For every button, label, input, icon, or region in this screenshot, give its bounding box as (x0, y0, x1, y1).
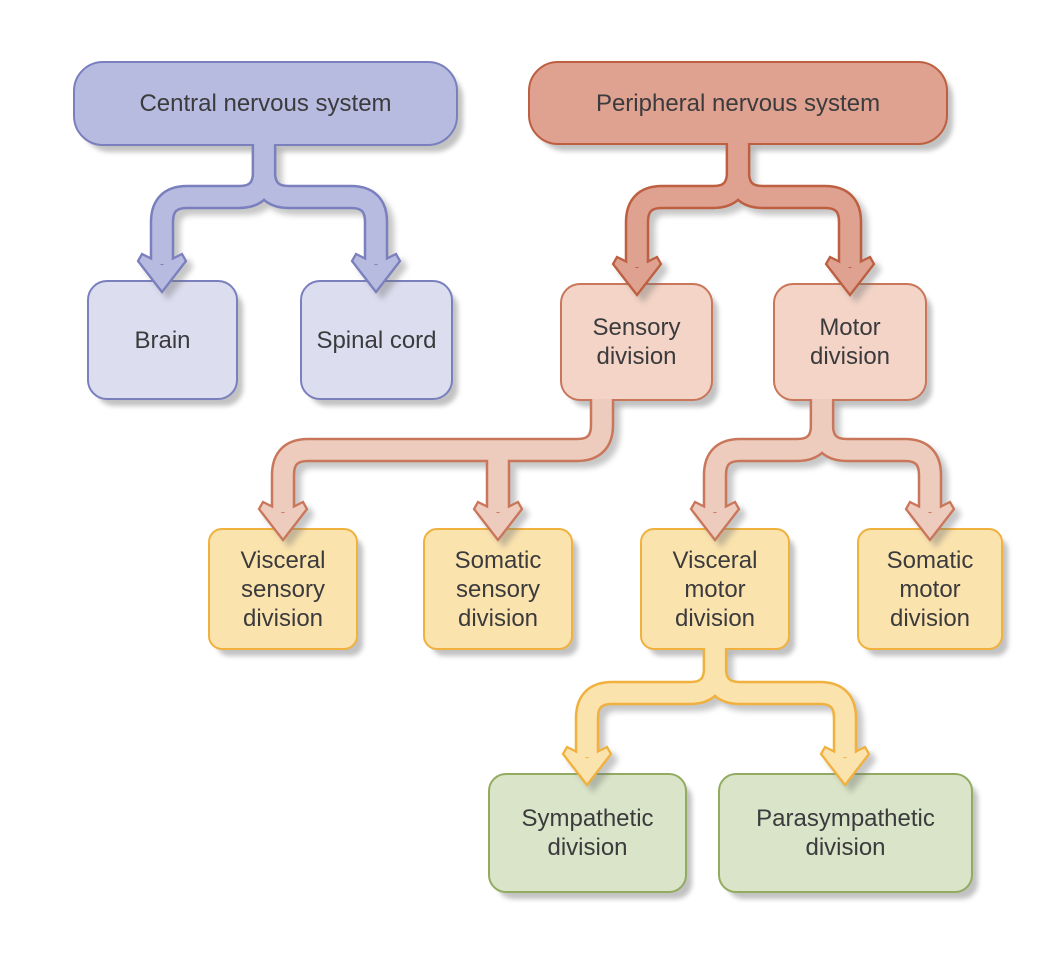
node-motor-division: Motor division (773, 283, 927, 401)
connector-tube (812, 399, 940, 512)
connector-tube (273, 399, 612, 512)
node-label: Somatic sensory division (454, 546, 542, 632)
node-sensory-division: Sensory division (560, 283, 713, 401)
connector-motor-split (689, 399, 956, 542)
connector-tube (254, 144, 386, 264)
connector-tube (705, 648, 855, 757)
node-label: Somatic motor division (886, 546, 974, 632)
connector-tube (624, 143, 751, 267)
node-visceral-motor-division: Visceral motor division (640, 528, 790, 650)
connector-sensory-split (257, 399, 615, 542)
connector-visceral-motor-split (561, 648, 871, 787)
node-label: Spinal cord (316, 326, 437, 354)
node-label: Peripheral nervous system (595, 89, 881, 117)
connector-pns-split (611, 143, 876, 297)
connector-tube (702, 399, 835, 512)
node-label: Motor division (809, 314, 891, 370)
connector-tube (725, 143, 863, 267)
connector-tube (149, 144, 277, 264)
node-label: Visceral motor division (672, 546, 758, 632)
connector-tube (152, 144, 274, 264)
connector-tube (627, 143, 748, 267)
connector-tube (251, 144, 389, 264)
node-label: Sensory division (592, 314, 681, 370)
connector-tube (270, 399, 615, 512)
node-peripheral-nervous-system: Peripheral nervous system (528, 61, 948, 145)
node-sympathetic-division: Sympathetic division (488, 773, 687, 893)
connector-tube (705, 399, 832, 512)
node-visceral-sensory-division: Visceral sensory division (208, 528, 358, 650)
node-label: Central nervous system (139, 90, 392, 117)
node-label: Parasympathetic division (756, 805, 935, 861)
node-somatic-sensory-division: Somatic sensory division (423, 528, 573, 650)
node-brain: Brain (87, 280, 238, 400)
node-spinal-cord: Spinal cord (300, 280, 453, 400)
node-central-nervous-system: Central nervous system (73, 61, 458, 146)
connector-tube (702, 648, 858, 757)
connector-tube (728, 143, 860, 267)
node-somatic-motor-division: Somatic motor division (857, 528, 1003, 650)
node-label: Sympathetic division (521, 805, 654, 861)
node-label: Visceral sensory division (240, 546, 326, 632)
node-parasympathetic-division: Parasympathetic division (718, 773, 973, 893)
connector-tube (809, 399, 943, 512)
node-label: Brain (134, 326, 191, 354)
connector-tube (577, 648, 725, 757)
connector-tube (574, 648, 728, 757)
connector-cns-split (136, 144, 402, 294)
